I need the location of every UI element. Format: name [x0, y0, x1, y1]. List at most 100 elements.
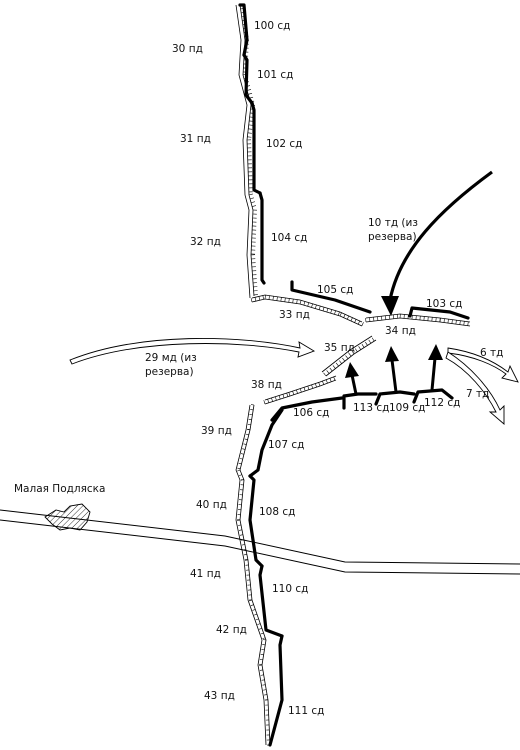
front-hatch-tick — [330, 309, 333, 314]
front-hatch-tick — [248, 193, 253, 196]
front-hatch-tick — [371, 337, 375, 342]
front-hatch-tick — [459, 320, 461, 325]
front-hatch-tick — [354, 318, 357, 323]
front-hatch-tick — [252, 609, 256, 611]
front-110sd — [258, 564, 284, 638]
front-hatch-tick — [239, 458, 243, 460]
front-hatch-tick — [335, 362, 339, 367]
front-hatch-tick — [250, 298, 253, 303]
front-hatch-tick — [248, 93, 253, 95]
front-hatch-tick — [258, 628, 263, 630]
front-hatch-tick — [247, 89, 252, 91]
german-unit-labels: 30 пд 31 пд 32 пд 33 пд 34 пд 35 пд 38 п… — [172, 43, 416, 702]
front-hatch-tick — [296, 299, 298, 304]
front-hatch-tick — [368, 339, 372, 344]
front-hatch-tick — [278, 395, 281, 400]
front-hatch-tick — [318, 305, 321, 310]
arrow-29md — [69, 337, 316, 365]
front-hatch-tick — [307, 302, 310, 307]
front-hatch-tick — [361, 322, 364, 327]
front-hatch-tick — [357, 320, 361, 325]
front-hatch-tick — [343, 313, 346, 318]
front-104sd — [258, 191, 266, 285]
front-hatch-tick — [311, 384, 314, 389]
front-hatch-tick — [240, 453, 245, 455]
front-hatch-tick — [262, 637, 266, 640]
town-malaya-podlyaska — [44, 503, 91, 531]
label-106sd: 106 сд — [293, 407, 329, 419]
front-hatch-tick — [240, 539, 244, 541]
german-front-south — [235, 404, 271, 746]
front-hatch-tick — [333, 376, 336, 381]
front-hatch-tick — [243, 443, 247, 445]
front-hatch-tick — [315, 383, 317, 388]
front-hatch-tick — [299, 300, 302, 305]
front-hatch-tick — [350, 317, 353, 322]
label-39pd: 39 пд — [201, 425, 232, 437]
label-109sd: 109 сд — [389, 402, 425, 414]
front-113sd — [342, 392, 378, 410]
front-hatch-tick — [260, 674, 264, 676]
front-hatch-tick — [237, 524, 242, 526]
front-hatch-tick — [332, 365, 336, 369]
front-hatch-tick — [303, 301, 306, 306]
front-hatch-tick — [268, 295, 270, 300]
attack-arrows — [69, 170, 519, 425]
front-112sd — [412, 388, 454, 404]
label-30pd: 30 пд — [172, 43, 203, 55]
arrow-10td — [388, 170, 493, 301]
front-hatch-tick — [463, 321, 465, 326]
front-hatch-tick — [238, 474, 242, 477]
front-hatch-tick — [249, 197, 254, 200]
front-hatch-tick — [271, 397, 273, 402]
german-front-east — [365, 313, 471, 327]
german-front-35 — [321, 335, 377, 377]
front-107sd — [248, 408, 284, 478]
front-100sd — [238, 3, 249, 57]
front-hatch-tick — [443, 318, 445, 323]
label-10td-line2: резерва) — [368, 231, 417, 243]
label-107sd: 107 сд — [268, 439, 304, 451]
label-101sd: 101 сд — [257, 69, 293, 81]
label-34pd: 34 пд — [385, 325, 416, 337]
front-hatch-tick — [255, 618, 259, 621]
label-104sd: 104 сд — [271, 232, 307, 244]
label-102sd: 102 сд — [266, 138, 302, 150]
front-hatch-tick — [325, 379, 328, 384]
front-106sd — [270, 396, 344, 422]
german-front-central — [250, 294, 364, 327]
front-hatch-tick — [250, 604, 254, 606]
front-hatch-tick — [439, 317, 441, 323]
front-hatch-tick — [250, 201, 256, 204]
front-hatch-tick — [260, 632, 264, 635]
front-hatch-tick — [322, 306, 325, 311]
front-111sd — [268, 634, 284, 747]
label-33pd: 33 пд — [279, 309, 310, 321]
front-hatch-tick — [262, 295, 264, 300]
label-100sd: 100 сд — [254, 20, 290, 32]
front-hatch-tick — [326, 308, 329, 313]
label-town: Малая Подляска — [14, 483, 105, 495]
front-hatch-tick — [236, 519, 241, 521]
front-hatch-tick — [323, 372, 327, 377]
front-hatch-tick — [258, 296, 261, 301]
front-hatch-tick — [329, 377, 332, 382]
front-hatch-tick — [365, 341, 368, 346]
front-hatch-tick — [249, 599, 253, 602]
label-31pd: 31 пд — [180, 133, 211, 145]
label-113sd: 113 сд — [353, 402, 389, 414]
label-103sd: 103 сд — [426, 298, 462, 310]
front-hatch-tick — [247, 428, 251, 431]
label-41pd: 41 пд — [190, 568, 221, 580]
front-hatch-tick — [342, 357, 346, 362]
front-hatch-tick — [329, 367, 333, 372]
front-hatch-tick — [264, 694, 268, 696]
label-112sd: 112 сд — [424, 397, 460, 409]
soviet-front-lines — [238, 3, 470, 747]
arrow-6td — [447, 347, 519, 383]
label-10td-line1: 10 тд (из — [368, 217, 418, 229]
front-hatch-tick — [339, 312, 342, 317]
front-hatch-tick — [358, 346, 362, 350]
front-hatch-tick — [447, 319, 449, 324]
